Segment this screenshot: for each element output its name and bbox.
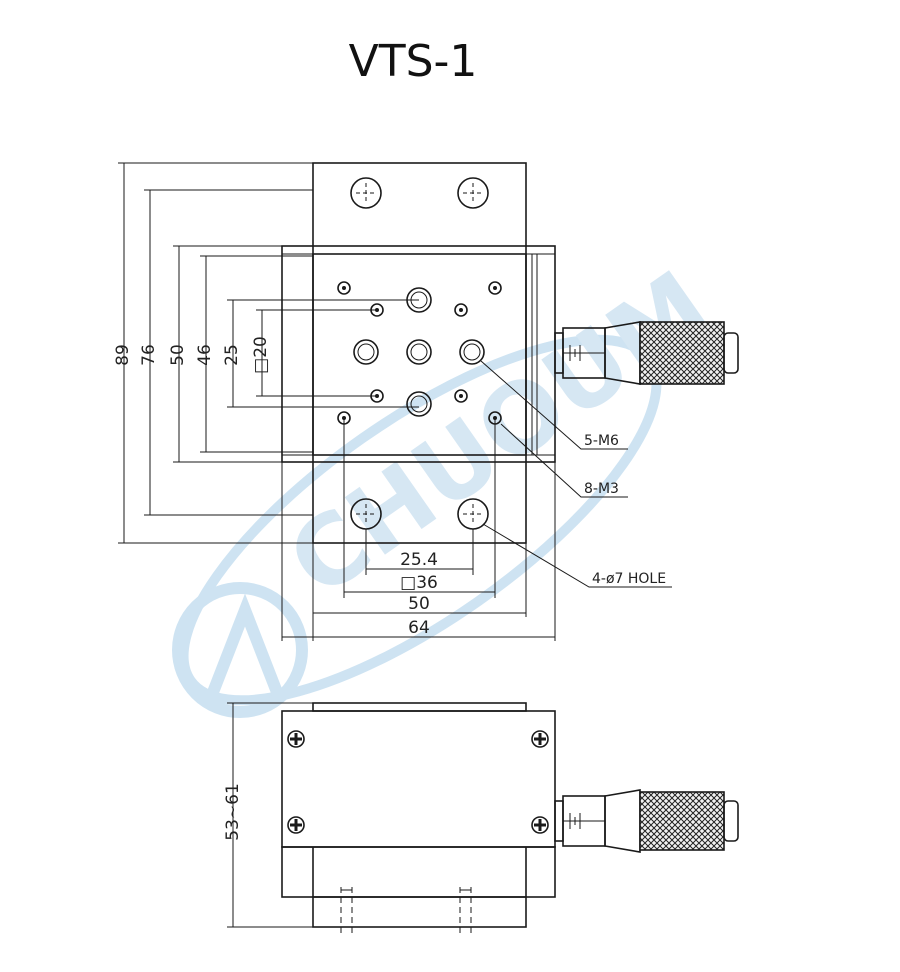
mounting-hole bbox=[350, 177, 382, 209]
knurled-thimble bbox=[639, 791, 725, 851]
top-view: 89 76 50 46 25 □20 25.4 □36 50 64 bbox=[113, 162, 739, 641]
m3-hole bbox=[337, 281, 351, 295]
dim-square-36: □36 bbox=[400, 573, 438, 593]
m6-hole bbox=[406, 339, 432, 365]
screw-head bbox=[287, 730, 305, 748]
knurled-thimble bbox=[639, 321, 725, 385]
screw-head bbox=[531, 730, 549, 748]
m3-hole bbox=[454, 303, 468, 317]
m6-hole bbox=[459, 339, 485, 365]
micrometer-head bbox=[554, 789, 739, 853]
front-body-outline bbox=[281, 710, 556, 848]
front-base-outline bbox=[312, 896, 527, 928]
front-view: 53~61 bbox=[223, 702, 739, 935]
dim-50-width: 50 bbox=[408, 594, 430, 614]
top-platform-outline bbox=[312, 253, 527, 456]
m3-hole bbox=[454, 389, 468, 403]
front-lower-body bbox=[281, 846, 556, 898]
top-plate-edge bbox=[312, 702, 527, 712]
micrometer-head bbox=[554, 321, 739, 385]
m6-hole bbox=[353, 339, 379, 365]
mounting-hole bbox=[457, 177, 489, 209]
dim-25: 25 bbox=[222, 344, 242, 366]
dim-square-20: □20 bbox=[251, 336, 271, 374]
callout-m6: 5-M6 bbox=[584, 433, 619, 449]
dim-89: 89 bbox=[113, 344, 133, 366]
screw-head bbox=[287, 816, 305, 834]
dim-50: 50 bbox=[168, 344, 188, 366]
screw-head bbox=[531, 816, 549, 834]
callout-m3: 8-M3 bbox=[584, 481, 619, 497]
leader-lines bbox=[480, 360, 672, 588]
dim-46: 46 bbox=[195, 344, 215, 366]
dim-76: 76 bbox=[139, 344, 159, 366]
drawing-title: VTS-1 bbox=[348, 36, 478, 87]
m6-hole bbox=[406, 391, 432, 417]
watermark-text: CHUOUM bbox=[269, 250, 730, 619]
m3-hole bbox=[488, 281, 502, 295]
dim-64-width: 64 bbox=[408, 618, 430, 638]
horizontal-dimensions bbox=[281, 418, 556, 641]
callout-hole: 4-ø7 HOLE bbox=[592, 571, 666, 587]
vertical-dimensions bbox=[118, 162, 419, 544]
dim-25-4: 25.4 bbox=[400, 550, 438, 570]
dim-height-range: 53~61 bbox=[223, 783, 243, 841]
